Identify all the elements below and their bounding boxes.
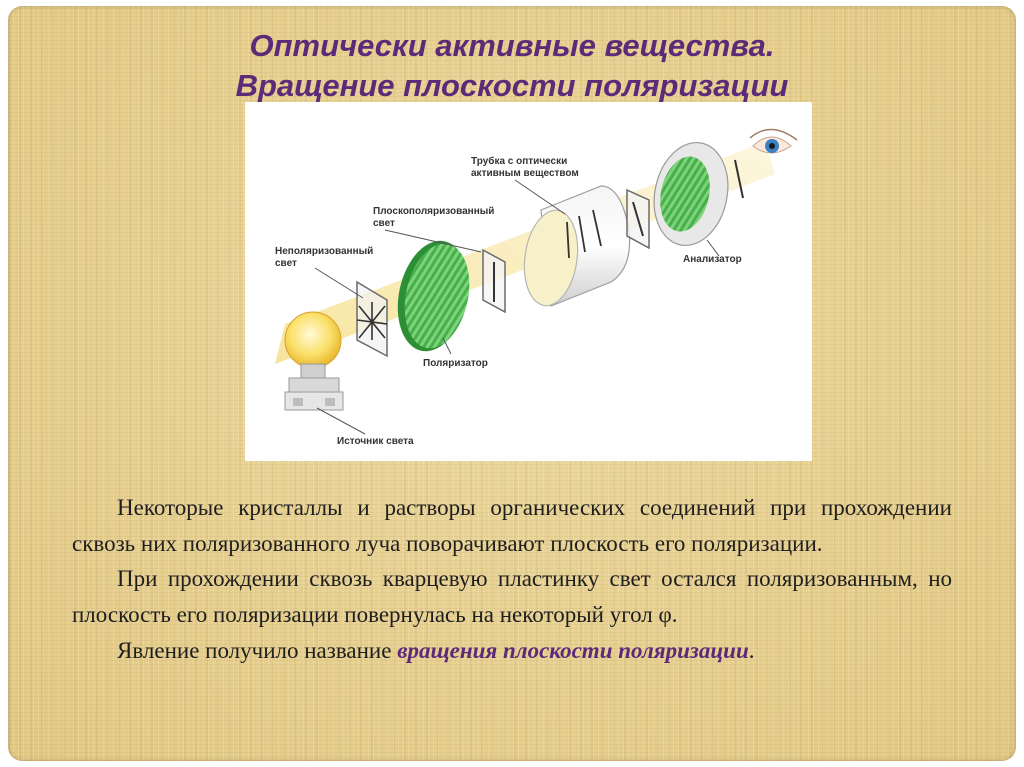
paragraph-3: Явление получило название вращения плоск… (72, 633, 952, 669)
label-plane-line2: свет (373, 218, 395, 229)
light-bulb-icon (285, 312, 343, 410)
slide-title-line1: Оптически активные вещества. (8, 26, 1016, 66)
polarization-diagram: Трубка с оптически активным веществом Пл… (245, 102, 812, 461)
slide-title-line2: Вращение плоскости поляризации (8, 66, 1016, 106)
polarizer-disk (388, 234, 478, 358)
label-unpolarized-line2: свет (275, 258, 297, 269)
label-plane-line1: Плоскополяризованный (373, 206, 494, 217)
paragraph-3-end: . (749, 638, 755, 663)
label-tube-line1: Трубка с оптически (471, 155, 567, 167)
analyzer-disk (645, 136, 737, 253)
label-polarizer: Поляризатор (423, 358, 488, 369)
paragraph-2: При прохождении сквозь кварцевую пластин… (72, 561, 952, 632)
label-light-source: Источник света (337, 436, 414, 447)
body-text: Некоторые кристаллы и растворы органичес… (72, 490, 952, 669)
label-unpolarized-line1: Неполяризованный (275, 246, 373, 257)
slide: Оптически активные вещества. Вращение пл… (8, 6, 1016, 761)
rotated-plane-plate (627, 190, 649, 248)
label-analyzer: Анализатор (683, 254, 742, 265)
optical-tube (519, 186, 630, 309)
label-tube-line2: активным веществом (471, 168, 579, 179)
paragraph-1: Некоторые кристаллы и растворы органичес… (72, 490, 952, 561)
paragraph-3-lead: Явление получило название (117, 638, 391, 663)
highlighted-term: вращения плоскости поляризации (397, 638, 749, 663)
